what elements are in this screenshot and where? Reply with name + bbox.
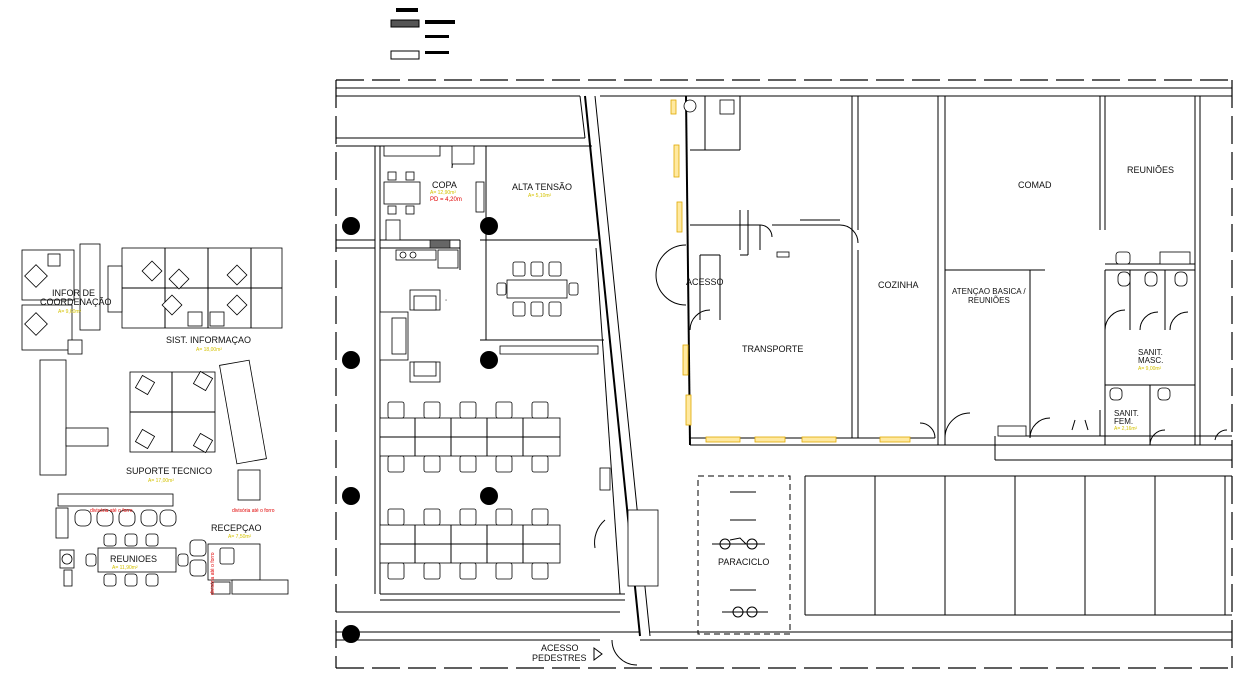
bicycle-icon [722, 606, 768, 618]
svg-text:divisória até o forro: divisória até o forro [90, 508, 133, 514]
parking [697, 475, 1232, 635]
label-sanit-masc-1: SANIT. [1138, 348, 1163, 357]
label-atencao-2: REUNIÕES [968, 296, 1010, 305]
label-atencao-1: ATENÇAO BASICA / [952, 287, 1026, 296]
svg-text:A= 5,10m²: A= 5,10m² [528, 193, 552, 199]
site-boundary [335, 79, 1233, 669]
label-copa: COPA [432, 180, 457, 190]
label-acesso: ACESSO [686, 277, 724, 287]
left-office-layout [21, 243, 289, 595]
label-comad: COMAD [1018, 180, 1052, 190]
label-sanit-fem-2: FEM. [1114, 417, 1133, 426]
misc-fixtures [599, 99, 1191, 587]
bicycle-icon [712, 537, 765, 550]
label-infor-1: INFOR DE [52, 288, 95, 298]
label-transporte: TRANSPORTE [742, 344, 803, 354]
svg-text:A= 11,90m²: A= 11,90m² [112, 565, 138, 571]
doors [451, 149, 1228, 666]
label-alta-tensao: ALTA TENSÃO [512, 182, 572, 192]
label-acesso-pedestres-1: ACESSO [541, 643, 579, 653]
workstations-top [379, 401, 561, 473]
svg-text:A= 9,00m²: A= 9,00m² [1138, 366, 1162, 372]
label-reunioes-top: REUNIÕES [1127, 165, 1174, 175]
note-copa: PD = 4,20m [430, 197, 462, 203]
svg-text:A= 12,90m²: A= 12,90m² [430, 190, 456, 196]
label-acesso-pedestres-2: PEDESTRES [532, 653, 587, 663]
label-infor-2: COORDENAÇÃO [40, 297, 112, 307]
lounge-furniture [379, 289, 447, 383]
copa-furniture [383, 145, 485, 269]
label-paraciclo: PARACICLO [718, 557, 769, 567]
label-sanit-fem-1: SANIT. [1114, 409, 1139, 418]
label-cozinha: COZINHA [878, 280, 919, 290]
label-sanit-masc-2: MASC. [1138, 356, 1163, 365]
workstations-bottom [379, 508, 561, 580]
meeting-table [496, 261, 579, 317]
svg-text:divisória até o forro: divisória até o forro [210, 552, 216, 595]
svg-text:A= 18,00m²: A= 18,00m² [196, 347, 222, 353]
room-labels: COPA PD = 4,20m A= 12,90m² ALTA TENSÃO A… [40, 165, 1174, 663]
svg-text:A= 9,60m²: A= 9,60m² [58, 309, 82, 315]
label-red-note: divisória até o forro [232, 508, 275, 514]
svg-text:A= 17,00m²: A= 17,00m² [148, 478, 174, 484]
legend [390, 8, 455, 60]
label-sist-info: SIST. INFORMAÇAO [166, 335, 251, 345]
entrance-arrow-icon [593, 647, 603, 661]
svg-text:A= 2,16m²: A= 2,16m² [1114, 426, 1138, 432]
columns [342, 217, 498, 643]
label-recepcao: RECEPÇAO [211, 523, 262, 533]
svg-text:A= 7,50m²: A= 7,50m² [228, 534, 252, 540]
label-suporte: SUPORTE TECNICO [126, 466, 212, 476]
windows [670, 99, 911, 443]
label-reunioes: REUNIOES [110, 554, 157, 564]
